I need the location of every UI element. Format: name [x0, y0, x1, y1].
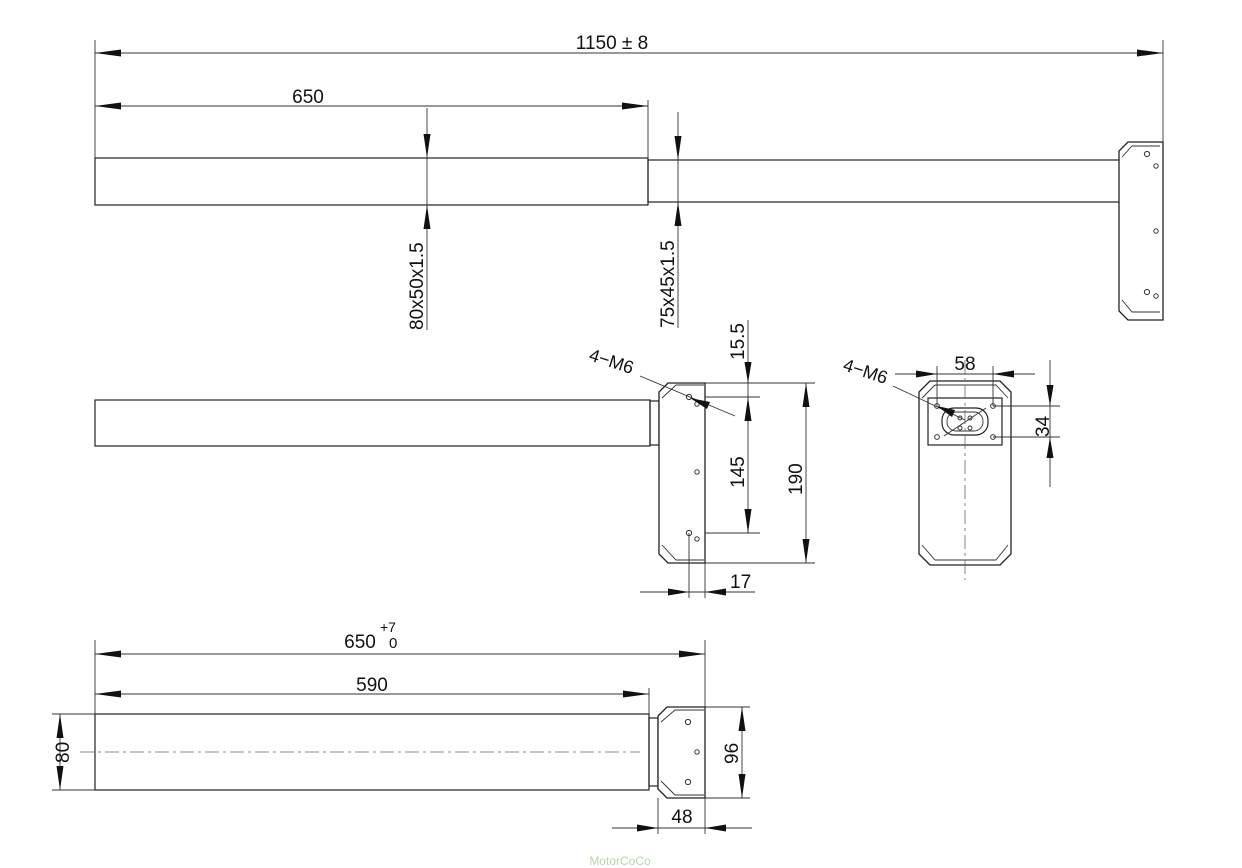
dim-end-width: 58 [954, 354, 975, 375]
inner-tube [647, 159, 1121, 203]
dim-housing-width: 17 [730, 572, 751, 593]
dim-top-offset: 15.5 [728, 323, 749, 360]
dim-outer-tube-length: 650 [292, 87, 324, 108]
side-tube [94, 399, 651, 447]
dim-tolerance-lower: 0 [389, 635, 397, 652]
dim-housing-length: 48 [671, 807, 692, 828]
bottom-view: 650 +7 0 590 80 96 48 [52, 619, 752, 834]
dim-tube-height: 80 [53, 742, 74, 763]
extended-view: 1150 ± 8 650 80x50x1.5 75x45x1.5 [94, 33, 1164, 330]
dim-hole-spacing: 145 [728, 456, 749, 488]
note-side-thread: 4−M6 [587, 345, 636, 378]
outer-tube [94, 157, 649, 206]
note-end-thread: 4−M6 [841, 355, 890, 388]
dim-outer-section: 80x50x1.5 [407, 242, 428, 330]
dim-tube-length: 590 [356, 675, 388, 696]
dim-end-hole-spacing: 34 [1033, 415, 1054, 437]
dim-retracted-length: 650 [344, 632, 376, 653]
end-view: 4−M6 58 34 [841, 354, 1060, 580]
watermark: MotorCoCo [589, 854, 651, 868]
dim-housing-depth: 96 [722, 743, 743, 764]
dim-tolerance-upper: +7 [380, 619, 396, 635]
dim-inner-section: 75x45x1.5 [658, 240, 679, 328]
dim-overall-length: 1150 ± 8 [576, 33, 648, 54]
side-view: 4−M6 15.5 145 190 17 [94, 320, 815, 598]
dim-housing-height: 190 [786, 463, 807, 495]
